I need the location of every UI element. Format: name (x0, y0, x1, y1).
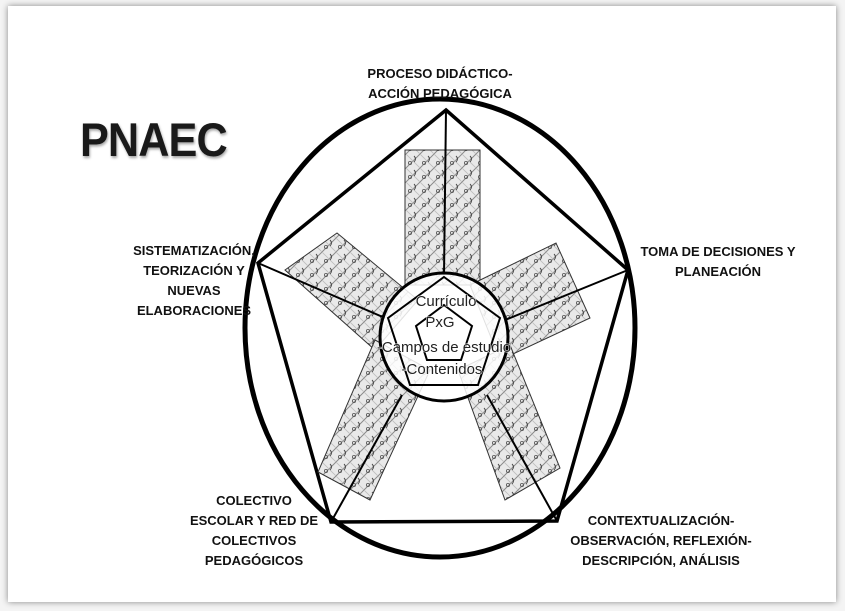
vertex-label-right: TOMA DE DECISIONES Y PLANEACIÓN (618, 242, 818, 282)
illustration-panel-top (405, 150, 480, 285)
center-line-contenidos: -Contenidos (402, 361, 483, 378)
vertex-label-top: PROCESO DIDÁCTICO- ACCIÓN PEDAGÓGICA (340, 64, 540, 104)
page-title: PNAEC (80, 112, 227, 167)
vertex-label-left: SISTEMATIZACIÓN, TEORIZACIÓN Y NUEVAS EL… (94, 241, 294, 321)
center-line-pxg: PxG (425, 314, 454, 331)
center-line-curriculo: Currículo (416, 293, 477, 310)
center-line-campos: -Campos de estudio (377, 339, 511, 356)
vertex-label-bottom-right: CONTEXTUALIZACIÓN- OBSERVACIÓN, REFLEXIÓ… (556, 511, 766, 571)
vertex-label-bottom-left: COLECTIVO ESCOLAR Y RED DE COLECTIVOS PE… (154, 491, 354, 571)
